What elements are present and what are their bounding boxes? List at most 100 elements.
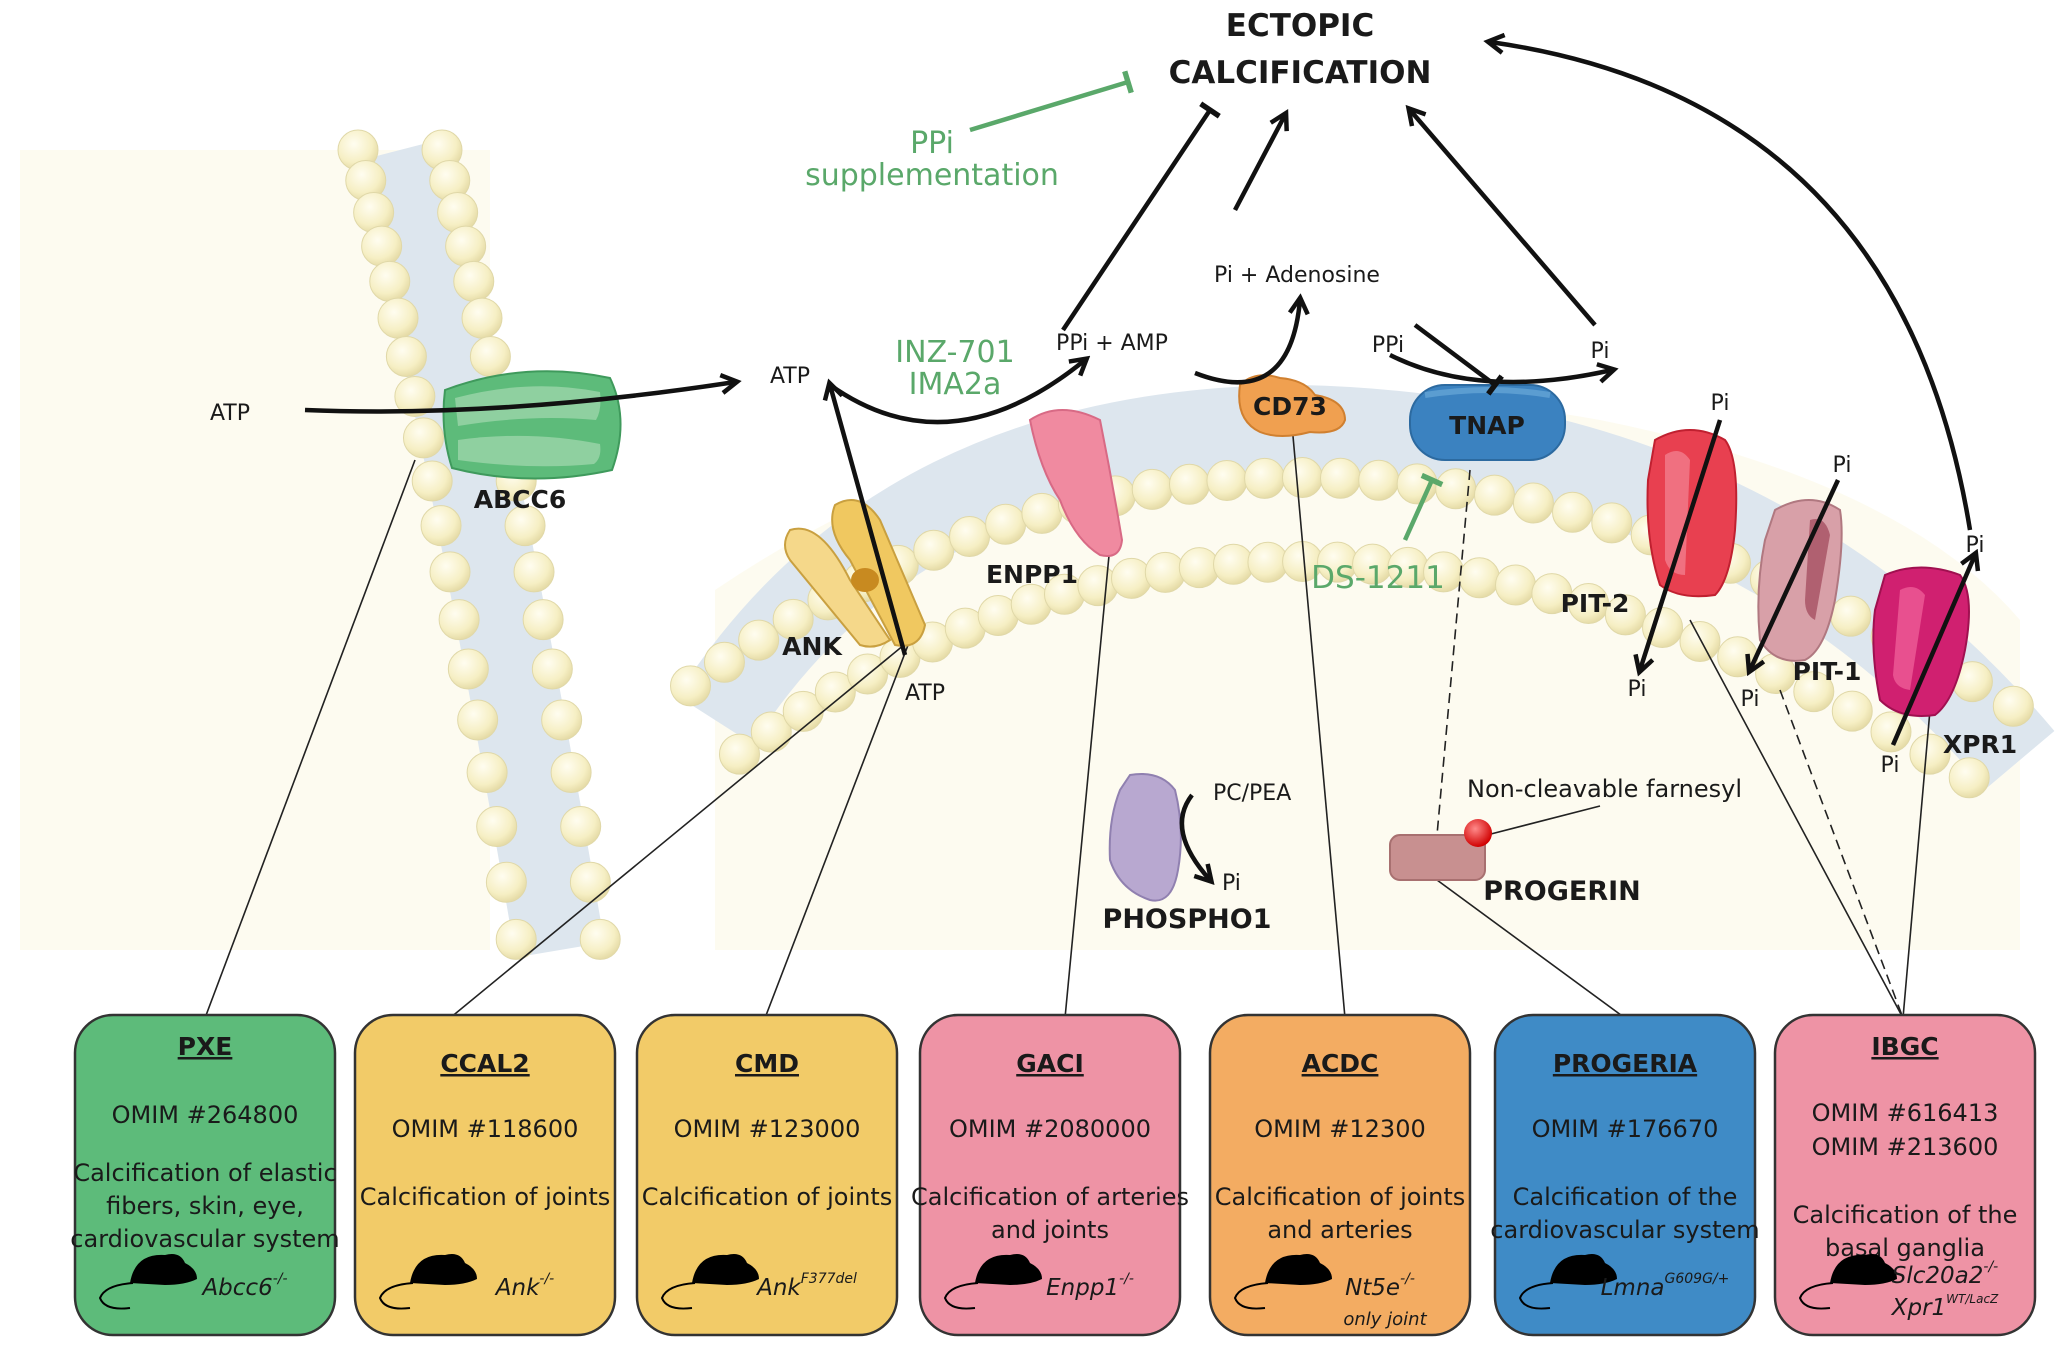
pi-phospho1-label: Pi [1222,871,1241,896]
left-membrane [337,129,621,960]
pi-pit2-in-label: Pi [1628,677,1647,702]
cd73-label: CD73 [1253,392,1327,421]
omim-number: OMIM #2080000 [949,1115,1151,1143]
pit1-transporter[interactable] [1757,499,1843,662]
pi-pit2-out-label: Pi [1711,391,1730,416]
mouse-model-icon [378,1254,477,1310]
farnesyl-label: Non-cleavable farnesyl [1467,775,1742,803]
omim-number: OMIM #12300 [1254,1115,1425,1143]
disease-box-background [1208,1013,1472,1337]
atp-extracellular-label: ATP [770,364,810,389]
disease-description: Calcification of arteries [911,1183,1189,1211]
enpp1-label: ENPP1 [986,560,1078,589]
omim-number: OMIM #176670 [1532,1115,1719,1143]
omim-number: OMIM #123000 [674,1115,861,1143]
enpp1-enzyme[interactable] [1028,409,1124,557]
omim-number: OMIM #213600 [1812,1133,1999,1161]
therapy-ppi-label: PPi [910,126,954,161]
disease-description: Calcification of joints [360,1183,611,1211]
disease-description: cardiovascular system [1490,1216,1759,1244]
progerin-protein[interactable] [1389,819,1492,881]
mouse-model-icon [98,1254,197,1310]
phospho1-label: PHOSPHO1 [1103,904,1272,935]
mouse-model-icon [1233,1254,1332,1310]
phospho1-enzyme[interactable] [1108,773,1182,902]
disease-name: CMD [735,1049,799,1078]
mouse-model-gene: Enpp1-/- [1046,1271,1134,1301]
progerin-label: PROGERIN [1483,876,1641,907]
mouse-model-gene: Nt5e-/- [1345,1271,1415,1301]
tnap-label: TNAP [1449,411,1525,440]
pi-tnap-label: Pi [1591,339,1610,364]
mouse-model-icon [1798,1254,1897,1310]
mouse-model-gene: Ank-/- [494,1271,554,1301]
abcc6-transporter[interactable] [442,370,622,480]
xpr1-label: XPR1 [1943,730,2017,759]
disease-name: IBGC [1871,1032,1938,1061]
disease-name: PXE [178,1032,233,1061]
disease-description: Calcification of the [1793,1201,2018,1229]
pit2-label: PIT-2 [1561,589,1630,618]
mouse-model-icon [660,1254,759,1310]
therapy-ds1211-label: DS-1211 [1311,560,1445,596]
mouse-model-gene-2: Xpr1WT/LacZ [1891,1292,1999,1321]
disease-box-background [918,1013,1182,1337]
mouse-model-icon [1518,1254,1617,1310]
therapy-lines [969,70,1444,541]
diagram-title-line1: ECTOPIC [1226,8,1374,44]
ppi-tnap-label: PPi [1372,333,1404,358]
omim-number: OMIM #118600 [392,1115,579,1143]
disease-description: Calcification of joints [642,1183,893,1211]
xpr1-transporter[interactable] [1872,566,1970,717]
ppi-amp-label: PPi + AMP [1056,331,1168,356]
therapy-inz701-label: INZ-701 [895,335,1014,370]
disease-name: CCAL2 [440,1049,529,1078]
pi-pit1-out-label: Pi [1833,453,1852,478]
disease-name: PROGERIA [1553,1049,1698,1078]
disease-box-background [1773,1013,2037,1337]
disease-box-background [353,1013,617,1337]
disease-name: GACI [1016,1049,1084,1078]
disease-box-background [1493,1013,1757,1337]
mouse-model-icon [943,1254,1042,1310]
pi-xpr1-out-label: Pi [1966,533,1985,558]
atp-outside-label: ATP [210,401,250,426]
pc-pea-label: PC/PEA [1213,781,1291,806]
disease-description: and joints [991,1216,1109,1244]
cd73-enzyme[interactable] [1238,374,1347,437]
ank-label: ANK [782,632,843,661]
disease-description: fibers, skin, eye, [106,1192,304,1220]
farnesyl-group-icon [1464,819,1492,847]
pi-adenosine-label: Pi + Adenosine [1214,263,1380,288]
mouse-model-gene: AnkF377del [755,1271,857,1301]
mouse-model-gene: Abcc6-/- [200,1271,287,1301]
disease-name: ACDC [1302,1049,1379,1078]
connector-lines [204,424,1931,1019]
atp-intracellular-label: ATP [905,681,945,706]
disease-description: Calcification of elastic [73,1159,336,1187]
therapy-ppi-label-2: supplementation [805,158,1059,193]
mouse-model-gene: Slc20a2-/- [1892,1259,1998,1289]
omim-number: OMIM #616413 [1812,1099,1999,1127]
pi-pit1-in-label: Pi [1741,687,1760,712]
disease-description: Calcification of the [1513,1183,1738,1211]
disease-description: cardiovascular system [70,1225,339,1253]
disease-description: Calcification of joints [1215,1183,1466,1211]
diagram-title-line2: CALCIFICATION [1169,55,1432,91]
therapy-ima2a-label: IMA2a [909,367,1002,402]
omim-number: OMIM #264800 [112,1101,299,1129]
disease-box-background [73,1013,337,1337]
pit1-label: PIT-1 [1793,657,1862,686]
pi-xpr1-in-label: Pi [1881,753,1900,778]
mouse-model-note: only joint [1343,1309,1427,1330]
pathway-arrows [304,32,1981,886]
